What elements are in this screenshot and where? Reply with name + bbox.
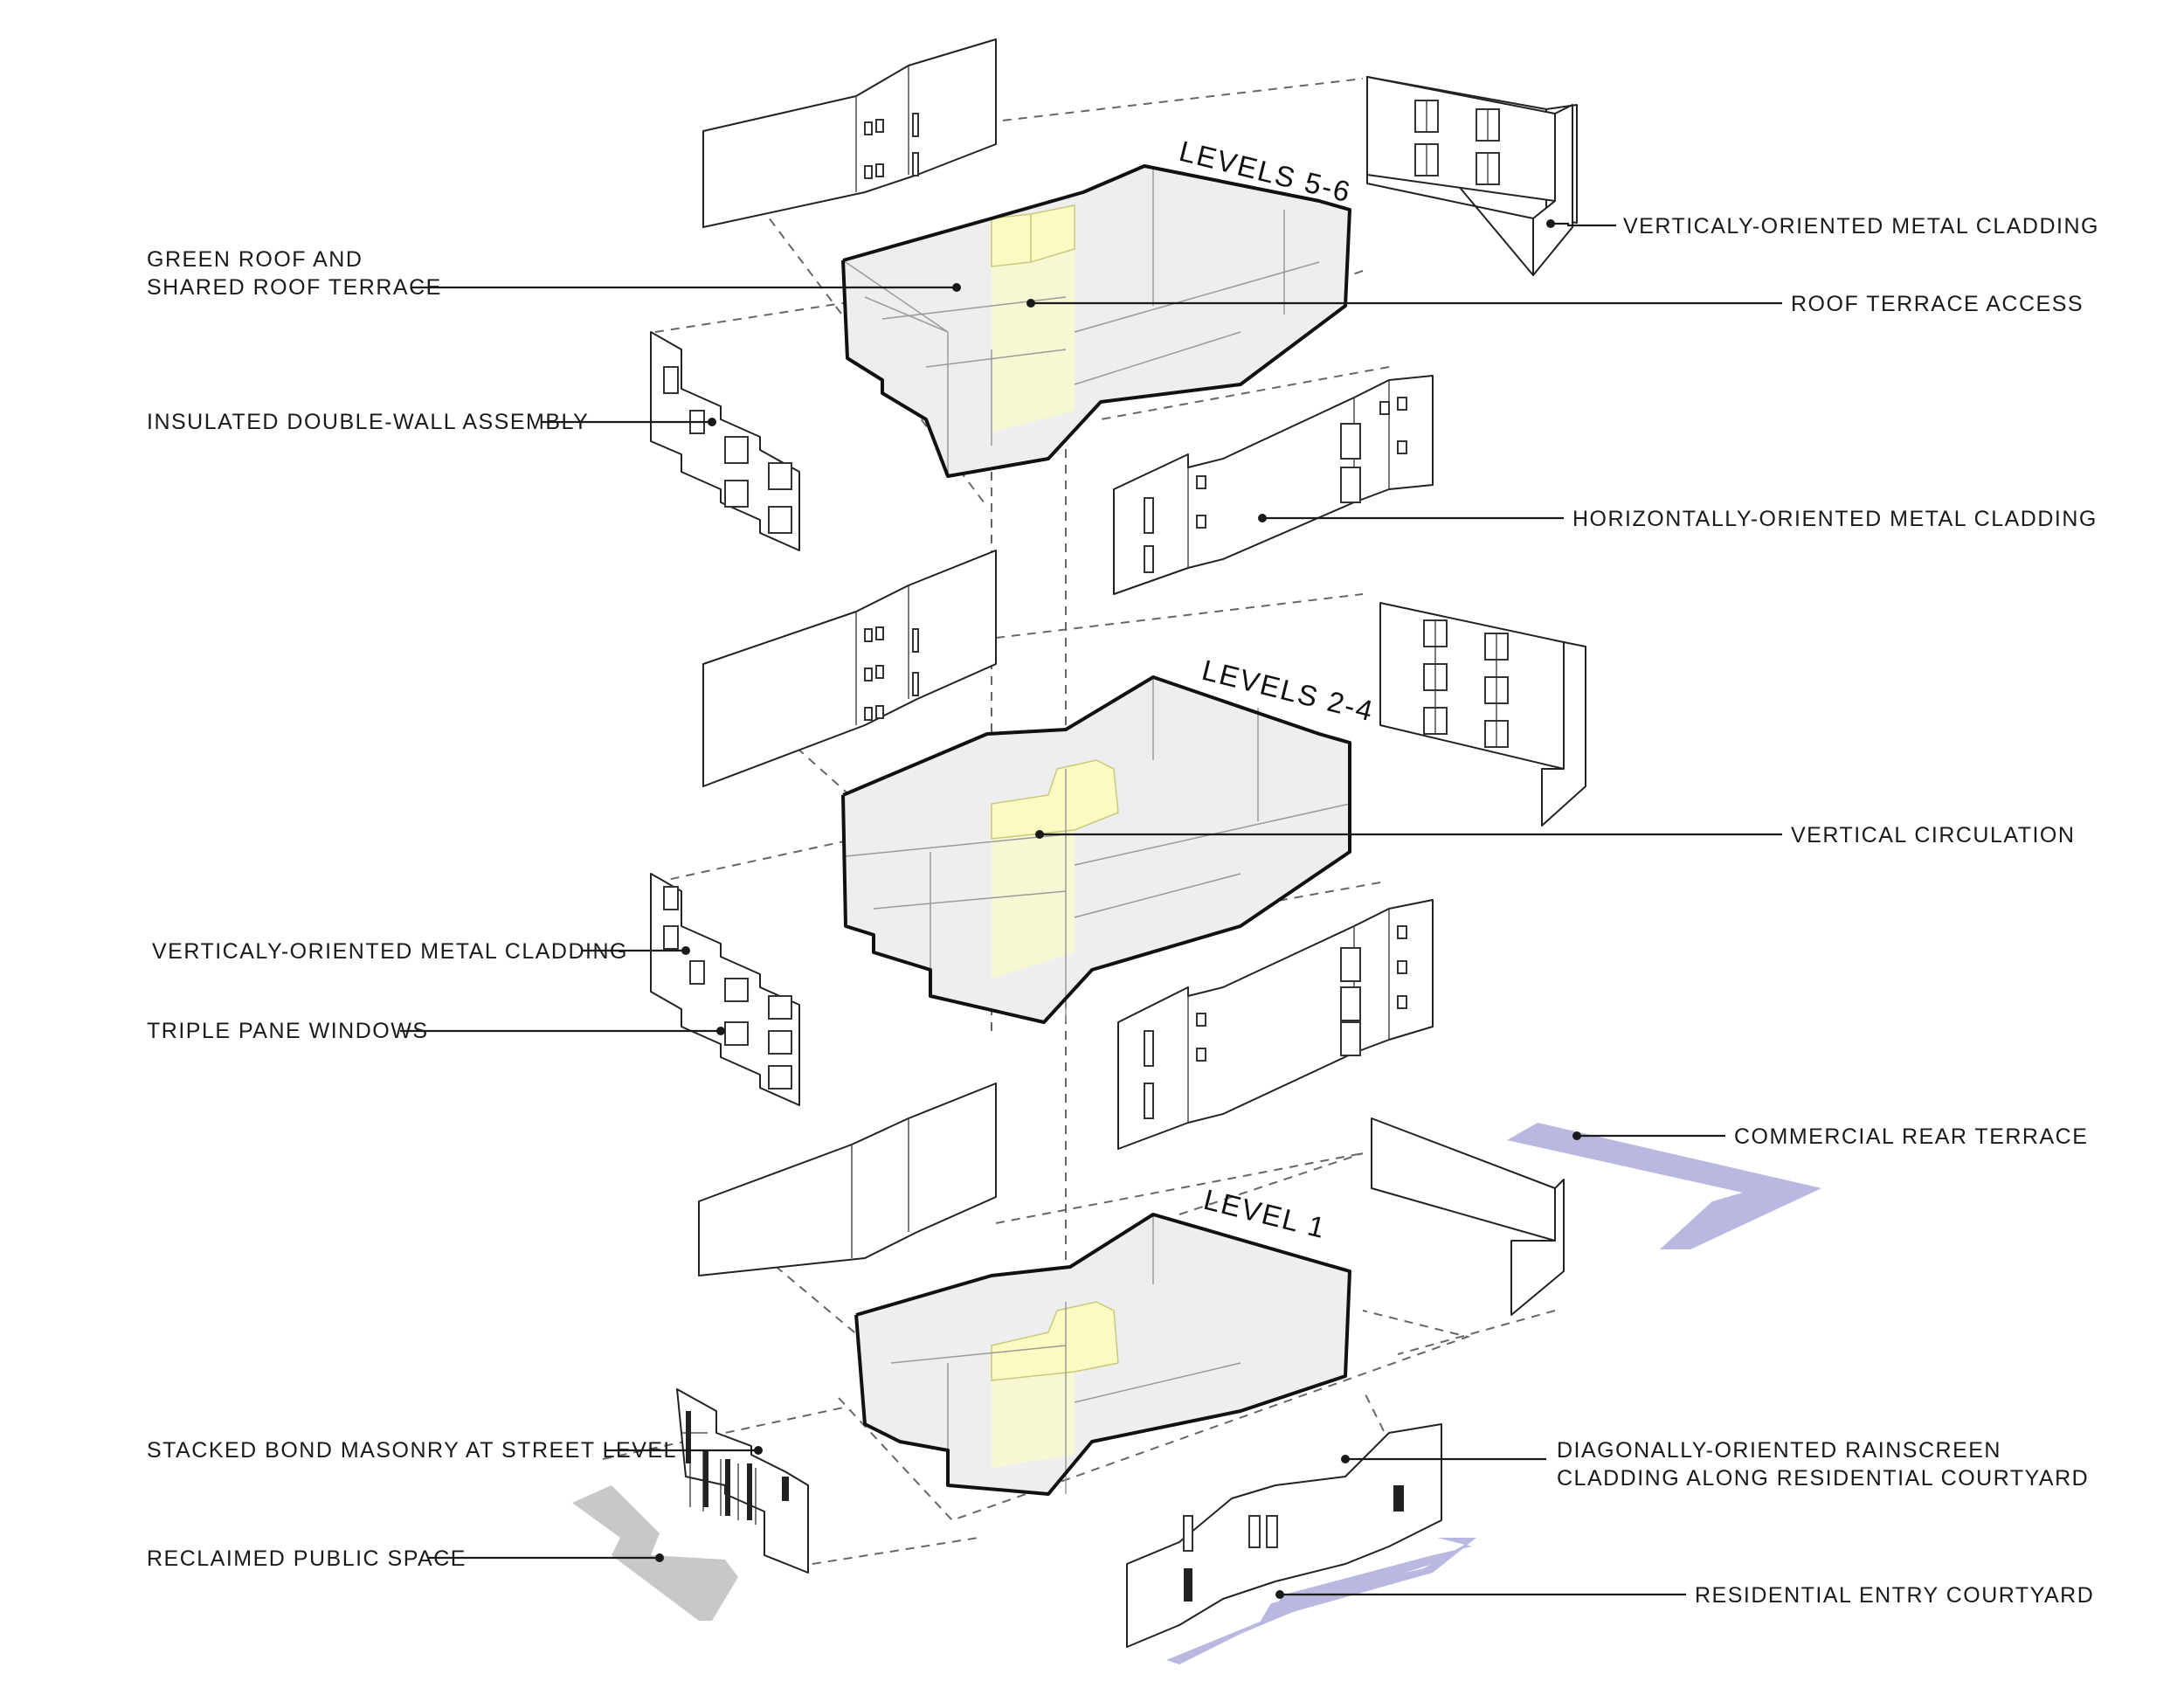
mass-levels-2-4 [841, 675, 1351, 1024]
facade-panel-ground-right-front [1126, 1423, 1442, 1648]
label-green-roof-line-2: SHARED ROOF TERRACE [147, 275, 442, 300]
label-entry-courtyard: RESIDENTIAL ENTRY COURTYARD [1695, 1583, 2094, 1608]
label-diag-rainscreen-line-1: DIAGONALLY-ORIENTED RAINSCREEN [1557, 1438, 2001, 1463]
mass-level-1 [854, 1213, 1351, 1496]
leader-lines [400, 219, 1782, 1599]
facade-panel-upper-right-back [1366, 76, 1578, 276]
facade-panel-mid-right-front [1117, 899, 1434, 1150]
facade-panel-mid-left-back [702, 550, 997, 787]
facade-panel-mid-right-back [1379, 602, 1586, 827]
label-horiz-cladding: HORIZONTALLY-ORIENTED METAL CLADDING [1572, 507, 2098, 531]
label-stacked-bond: STACKED BOND MASONRY AT STREET LEVEL [147, 1438, 677, 1463]
label-diag-rainscreen-line-2: CLADDING ALONG RESIDENTIAL COURTYARD [1557, 1466, 2089, 1491]
label-rear-terrace: COMMERCIAL REAR TERRACE [1734, 1124, 2088, 1149]
facade-panel-mid-left-front [650, 873, 800, 1106]
reclaimed-public-space-surface [572, 1485, 738, 1621]
label-reclaimed-space: RECLAIMED PUBLIC SPACE [147, 1546, 467, 1571]
facade-panel-ground-right-back [1371, 1117, 1565, 1316]
label-vert-circulation: VERTICAL CIRCULATION [1791, 823, 2075, 847]
label-vert-cladding-left: VERTICALY-ORIENTED METAL CLADDING [152, 939, 628, 964]
label-triple-pane: TRIPLE PANE WINDOWS [147, 1019, 429, 1043]
facade-panel-upper-left-back [702, 38, 997, 228]
facade-panel-ground-left-front [676, 1388, 809, 1574]
facade-panel-upper-left-front [650, 331, 800, 551]
label-roof-access: ROOF TERRACE ACCESS [1791, 292, 2084, 316]
label-green-roof-line-1: GREEN ROOF AND [147, 247, 363, 272]
residential-entry-courtyard-surface [1166, 1538, 1476, 1664]
mass-levels-5-6 [841, 164, 1351, 478]
facade-panel-ground-left-back [698, 1083, 997, 1276]
facade-panel-upper-right-front [1113, 375, 1434, 595]
commercial-rear-terrace-surface [1507, 1123, 1821, 1249]
label-vert-cladding-right: VERTICALY-ORIENTED METAL CLADDING [1623, 214, 2099, 239]
label-double-wall: INSULATED DOUBLE-WALL ASSEMBLY [147, 410, 589, 434]
